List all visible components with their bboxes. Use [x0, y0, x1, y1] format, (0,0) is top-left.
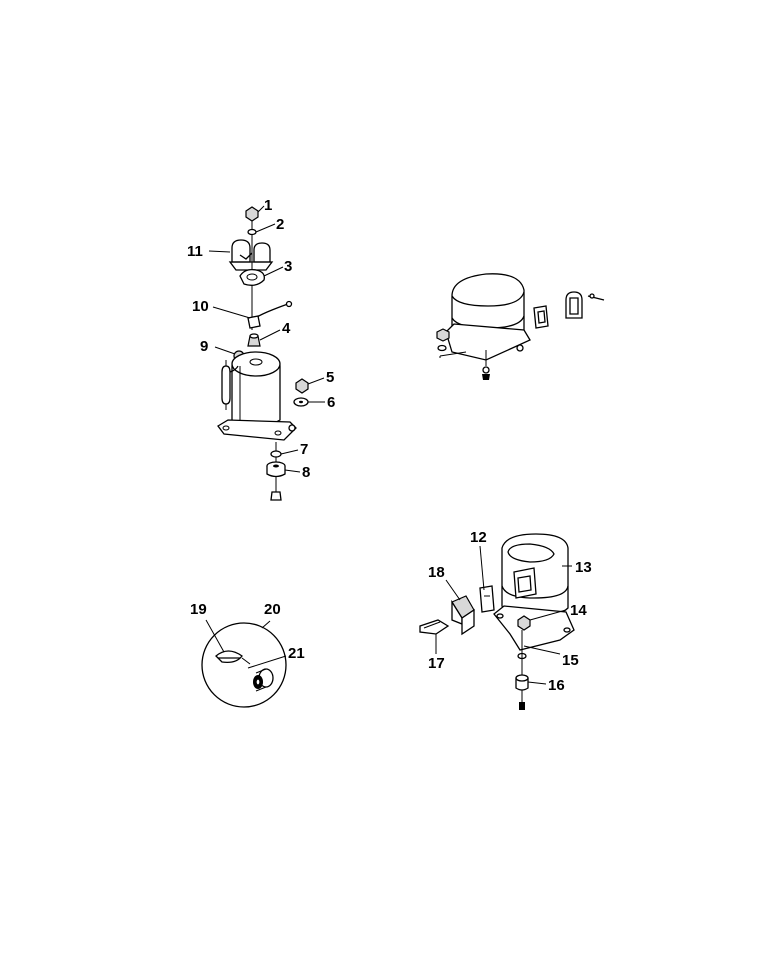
callout-14: 14	[570, 602, 587, 619]
callout-21: 21	[288, 645, 305, 662]
part-18-protector	[451, 595, 475, 636]
part-14-grommet	[517, 615, 531, 631]
part-1-nut	[245, 206, 259, 222]
callout-2: 2	[276, 216, 284, 233]
callout-3: 3	[284, 258, 292, 275]
rotary-compressor-assembly	[217, 206, 309, 501]
part-12-bracket	[479, 585, 495, 613]
part-19-clip	[215, 650, 243, 664]
part-8-grommet	[266, 461, 286, 478]
reciprocating-compressor-top-right	[436, 273, 605, 380]
part-3-clip	[239, 268, 265, 286]
part-11-terminal-cover	[228, 239, 274, 271]
callout-5: 5	[326, 369, 334, 386]
callout-17: 17	[428, 655, 445, 672]
part-10-wire	[254, 303, 289, 319]
accumulator-tube	[221, 360, 239, 410]
mounting-plate	[217, 419, 297, 441]
rotary-compressor-shell	[231, 351, 281, 428]
callout-7: 7	[300, 441, 308, 458]
callout-20: 20	[264, 601, 281, 618]
reciprocating-compressor-bottom-right	[419, 533, 575, 710]
mounting-bolt	[270, 491, 282, 501]
callout-4: 4	[282, 320, 291, 337]
part-16-spacer	[515, 674, 529, 691]
callout-11: 11	[187, 243, 203, 260]
callout-1: 1	[264, 197, 272, 214]
callout-16: 16	[548, 677, 565, 694]
callout-19: 19	[190, 601, 207, 618]
part-7-washer	[270, 450, 282, 458]
callout-13: 13	[575, 559, 592, 576]
callout-10: 10	[192, 298, 209, 315]
detail-circle-assembly	[201, 619, 287, 708]
callout-12: 12	[470, 529, 487, 546]
callout-9: 9	[200, 338, 208, 355]
part-2-washer	[247, 228, 257, 236]
callout-labels: 1 2 3 4 5 6 7 8 9 10 11 12 13 14 15 16 1…	[187, 197, 592, 694]
part-17-clip	[419, 619, 450, 635]
callout-18: 18	[428, 564, 445, 581]
part-5-nut	[295, 378, 309, 394]
callout-8: 8	[302, 464, 310, 481]
callout-15: 15	[562, 652, 579, 669]
assembly-a-leaders	[208, 205, 325, 473]
part-13-relay	[513, 567, 537, 599]
callout-6: 6	[327, 394, 335, 411]
part-20-detail-ring	[201, 622, 287, 708]
part-21-capacitor	[253, 668, 274, 692]
